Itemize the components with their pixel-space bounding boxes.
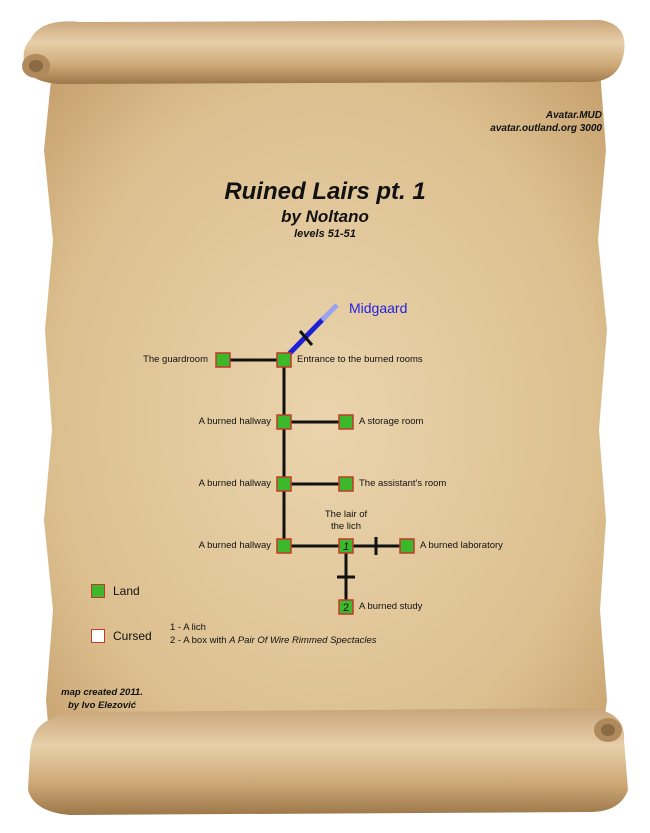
room-label-storage: A storage room: [359, 416, 424, 427]
room-laboratory[interactable]: [399, 538, 415, 554]
room-label-study: A burned study: [359, 601, 423, 612]
room-label-lair: The lair of the lich: [316, 509, 376, 533]
room-assistant[interactable]: [338, 476, 354, 492]
room-label-hallway-2: A burned hallway: [198, 478, 271, 489]
room-guardroom[interactable]: [215, 352, 231, 368]
room-study-marker: 2: [343, 602, 349, 614]
exit-midgaard-label[interactable]: Midgaard: [349, 300, 408, 316]
map-rooms: [215, 352, 415, 615]
room-hallway-3[interactable]: [276, 538, 292, 554]
room-lair-marker: 1: [343, 541, 349, 553]
paper-sheet: [44, 70, 607, 770]
note-2-item: A Pair Of Wire Rimmed Spectacles: [229, 635, 377, 646]
page-title: Ruined Lairs pt. 1: [224, 178, 426, 205]
room-label-assistant: The assistant's room: [359, 478, 447, 489]
exit-midgaard-path: [287, 303, 339, 356]
room-label-hallway-1: A burned hallway: [198, 416, 271, 427]
room-entrance[interactable]: [276, 352, 292, 368]
room-storage[interactable]: [338, 414, 354, 430]
room-study[interactable]: [338, 599, 354, 615]
server-name: Avatar.MUD: [545, 110, 602, 121]
legend-cursed-label: Cursed: [113, 629, 152, 643]
legend-land-swatch: [91, 584, 105, 598]
room-lair[interactable]: [338, 538, 354, 554]
room-label-lair-line1: The lair of: [324, 509, 368, 520]
room-label-lair-line2: the lich: [330, 521, 362, 532]
legend-land-label: Land: [113, 584, 140, 598]
room-hallway-1[interactable]: [276, 414, 292, 430]
bottom-roll: [28, 708, 628, 815]
note-2: 2 - A box with A Pair Of Wire Rimmed Spe…: [170, 635, 377, 646]
server-address: avatar.outland.org 3000: [490, 123, 602, 134]
room-label-laboratory: A burned laboratory: [420, 540, 503, 551]
room-hallway-2[interactable]: [276, 476, 292, 492]
note-2-prefix: 2 - A box with: [170, 635, 230, 646]
level-range: levels 51-51: [294, 228, 356, 240]
room-label-entrance: Entrance to the burned rooms: [297, 354, 423, 365]
footer-author: by Ivo Elezović: [67, 700, 137, 711]
room-label-guardroom: The guardroom: [143, 354, 208, 365]
legend-cursed-swatch: [91, 629, 105, 643]
top-roll: [22, 20, 625, 84]
footer-created: map created 2011.: [61, 687, 143, 698]
room-label-hallway-3: A burned hallway: [198, 540, 271, 551]
note-1: 1 - A lich: [170, 622, 206, 633]
author: by Noltano: [281, 207, 369, 226]
